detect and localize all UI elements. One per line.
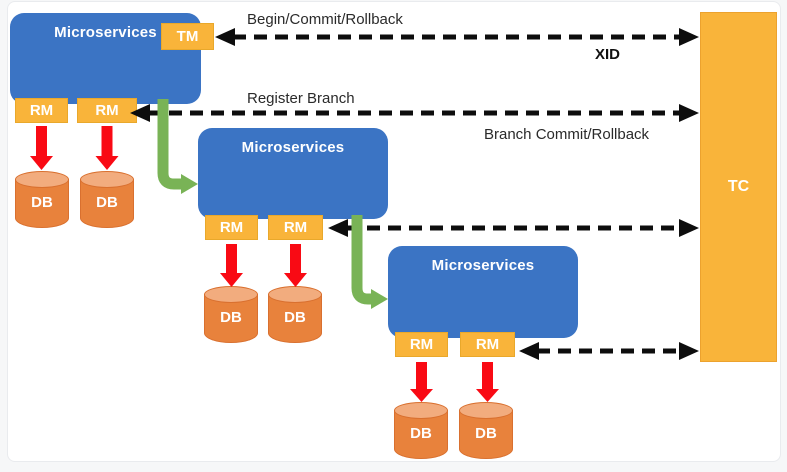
db-cylinder-top xyxy=(204,286,258,303)
db-cylinder: DB xyxy=(268,286,322,344)
db-label: DB xyxy=(410,425,432,442)
rm-db-red-arrow xyxy=(290,244,301,274)
db-cylinder-top xyxy=(394,402,448,419)
red-arrowhead-icon xyxy=(476,389,499,402)
db-cylinder: DB xyxy=(15,171,69,229)
rm-chip: RM xyxy=(205,215,258,240)
microservices-label: Microservices xyxy=(54,24,157,41)
db-label: DB xyxy=(96,194,118,211)
green-arrowhead-icon xyxy=(181,174,198,194)
db-label: DB xyxy=(31,194,53,211)
arrowhead-left-icon xyxy=(130,104,150,122)
ms1-ms2-green-connector xyxy=(157,99,182,190)
db-label: DB xyxy=(475,425,497,442)
db-cylinder: DB xyxy=(459,402,513,460)
rm-db-red-arrow xyxy=(416,362,427,390)
label-register-branch: Register Branch xyxy=(247,90,355,107)
rm-chip: RM xyxy=(268,215,323,240)
label-xid: XID xyxy=(595,46,621,63)
rm-db-red-arrow xyxy=(101,126,113,157)
tc-box: TC xyxy=(700,12,777,362)
label-branch-commit-rollback: Branch Commit/Rollback xyxy=(484,126,650,143)
rm-db-red-arrow xyxy=(226,244,237,274)
arrowhead-right-icon xyxy=(679,28,699,46)
microservices-label: Microservices xyxy=(431,257,535,274)
red-arrowhead-icon xyxy=(284,273,307,287)
db-cylinder: DB xyxy=(80,171,134,229)
arrowhead-right-icon xyxy=(679,219,699,237)
db-cylinder-body xyxy=(204,294,258,343)
arrowhead-right-icon xyxy=(679,104,699,122)
db-cylinder-top xyxy=(15,171,69,188)
arrowhead-right-icon xyxy=(679,342,699,360)
red-arrowhead-icon xyxy=(95,156,119,170)
red-arrowhead-icon xyxy=(410,389,433,402)
arrowhead-left-icon xyxy=(519,342,539,360)
microservices-box-3: Microservices xyxy=(388,246,578,338)
rm-chip: RM xyxy=(15,98,68,123)
arrowhead-left-icon xyxy=(215,28,235,46)
db-cylinder: DB xyxy=(204,286,258,344)
microservices-label: Microservices xyxy=(241,139,345,156)
rm-chip: RM xyxy=(395,332,448,357)
db-cylinder-top xyxy=(268,286,322,303)
db-cylinder-top xyxy=(459,402,513,419)
red-arrowhead-icon xyxy=(220,273,243,287)
rm-db-red-arrow xyxy=(36,126,47,157)
db-cylinder-top xyxy=(80,171,134,188)
db-label: DB xyxy=(220,309,242,326)
db-cylinder: DB xyxy=(394,402,448,460)
rm-db-red-arrow xyxy=(482,362,493,390)
red-arrowhead-icon xyxy=(30,156,53,170)
rm-chip: RM xyxy=(460,332,515,357)
microservices-box-2: Microservices xyxy=(198,128,388,219)
tm-chip: TM xyxy=(161,23,214,50)
green-arrowhead-icon xyxy=(371,289,388,309)
db-label: DB xyxy=(284,309,306,326)
label-begin-commit-rollback: Begin/Commit/Rollback xyxy=(247,11,403,28)
ms2-ms3-green-connector xyxy=(351,215,372,305)
arrowhead-left-icon xyxy=(328,219,348,237)
